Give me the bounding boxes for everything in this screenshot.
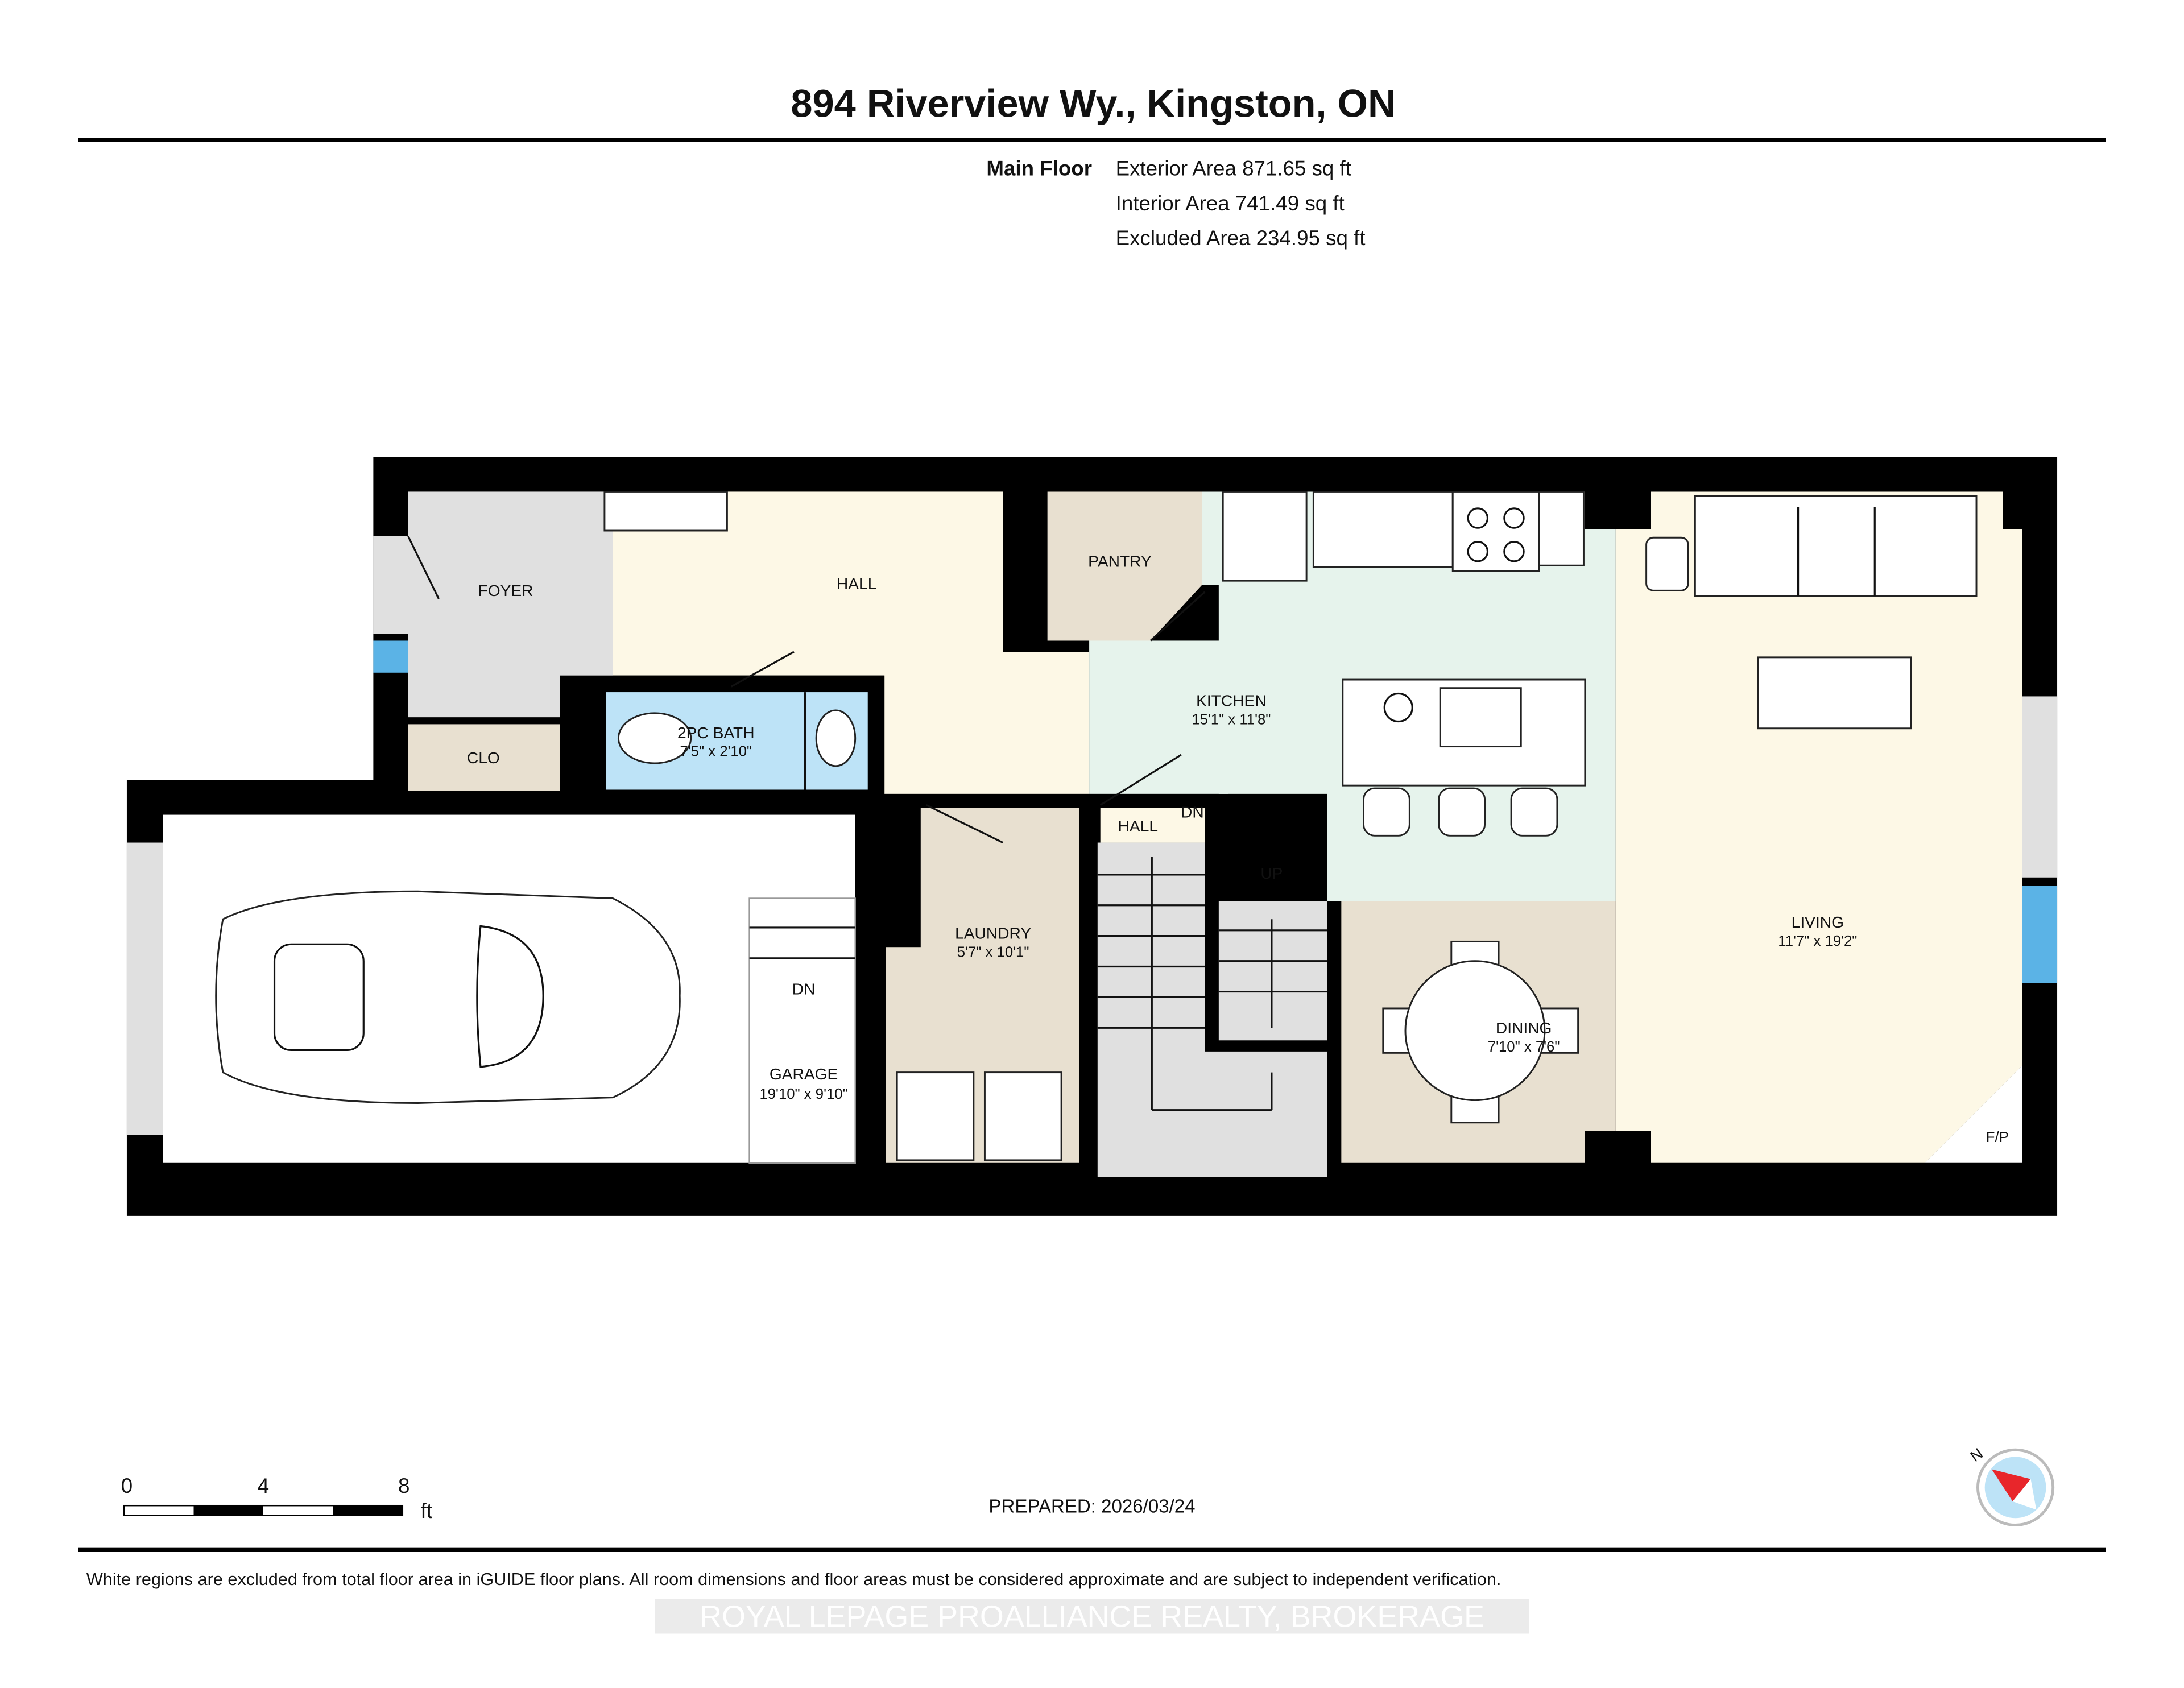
room-garage: GARAGE — [770, 1065, 838, 1083]
room-kitchen: KITCHEN — [1196, 692, 1267, 710]
room-bath: 2PC BATH — [677, 724, 755, 742]
room-pantry: PANTRY — [1088, 553, 1152, 570]
disclaimer: White regions are excluded from total fl… — [86, 1570, 1501, 1589]
watermark: ROYAL LEPAGE PROALLIANCE REALTY, BROKERA… — [700, 1599, 1484, 1633]
burners-icon — [1467, 507, 1525, 562]
scale-tick-4: 4 — [258, 1474, 269, 1497]
window-living — [2022, 886, 2058, 983]
garage-stairs-dn: DN — [792, 980, 816, 998]
bar-stools — [1363, 787, 1558, 837]
stairs-up — [1218, 901, 1327, 1041]
room-laundry-dims: 5'7" x 10'1" — [957, 944, 1029, 960]
room-hall: HALL — [837, 575, 876, 593]
front-door-swing — [407, 536, 440, 599]
compass-north-label: N — [1967, 1445, 1986, 1465]
pantry-area — [1047, 491, 1202, 641]
counter-end — [1538, 490, 1585, 566]
header-divider — [78, 138, 2106, 142]
stairs-landing — [1205, 1051, 1327, 1177]
room-garage-dims: 19'10" x 9'10" — [759, 1086, 847, 1102]
garage-door — [126, 842, 163, 1135]
car-icon — [215, 890, 681, 1104]
garage-stairs — [748, 897, 856, 1164]
hall-bench — [603, 490, 728, 532]
scale-tick-0: 0 — [121, 1474, 133, 1497]
sink-icon — [1439, 687, 1522, 748]
pantry-door-swing — [1149, 591, 1206, 642]
interior-area: Interior Area 741.49 sq ft — [1116, 192, 1345, 215]
fireplace-label: F/P — [1986, 1130, 2009, 1145]
footer-divider — [78, 1547, 2106, 1552]
hall-area-lower — [884, 652, 1090, 794]
watermark-bg — [655, 1599, 1529, 1634]
sofa-icon — [1694, 495, 1978, 597]
stair-treads — [749, 857, 1327, 1111]
room-kitchen-dims: 15'1" x 11'8" — [1192, 711, 1271, 727]
excluded-area: Excluded Area 234.95 sq ft — [1116, 226, 1366, 250]
dryer-icon — [983, 1071, 1062, 1161]
room-living: LIVING — [1792, 913, 1844, 931]
front-door[interactable] — [373, 536, 408, 634]
dining-column — [1585, 1131, 1651, 1166]
room-laundry: LAUNDRY — [955, 925, 1031, 942]
room-dining-dims: 7'10" x 7'6" — [1488, 1039, 1560, 1055]
sink-bath-icon — [815, 709, 857, 767]
dining-table — [1404, 960, 1546, 1102]
closet-area — [408, 724, 560, 791]
room-foyer: FOYER — [478, 582, 533, 599]
room-small-hall: HALL — [1118, 817, 1158, 835]
living-column — [1585, 491, 1651, 529]
living-area — [1615, 491, 2022, 1163]
kitchen-counter — [1312, 490, 1454, 568]
prepared-date: PREPARED: 2026/03/24 — [988, 1496, 1195, 1517]
window-foyer — [373, 640, 408, 673]
laundry-wall — [886, 808, 921, 948]
page-title: 894 Riverview Wy., Kingston, ON — [791, 82, 1396, 126]
compass-icon — [1976, 1448, 2055, 1526]
room-dining: DINING — [1496, 1019, 1552, 1037]
room-bath-dims: 7'5" x 2'10" — [680, 744, 752, 760]
exterior-area: Exterior Area 871.65 sq ft — [1116, 157, 1351, 180]
dishwasher-icon — [1383, 692, 1413, 723]
side-table — [1645, 536, 1689, 591]
bath-door-swing — [730, 651, 795, 688]
room-living-dims: 11'7" x 19'2" — [1778, 933, 1857, 949]
scale-unit: ft — [421, 1499, 432, 1522]
room-closet: CLO — [467, 749, 500, 767]
laundry-door-swing — [925, 804, 1003, 843]
small-hall-area — [1100, 808, 1205, 843]
fridge — [1222, 490, 1308, 582]
floor-label: Main Floor — [986, 157, 1092, 180]
stove-icon — [1451, 490, 1540, 572]
coffee-table — [1757, 656, 1912, 730]
toilet-icon — [617, 712, 692, 764]
scale-tick-8: 8 — [398, 1474, 410, 1497]
stairs-up-label: UP — [1260, 864, 1283, 882]
scale-bar — [123, 1504, 404, 1516]
washer-icon — [896, 1071, 975, 1161]
hall-door-swing — [1099, 754, 1182, 806]
window-living-gray — [2022, 696, 2058, 878]
stairs-dn-label: DN — [1181, 803, 1204, 821]
